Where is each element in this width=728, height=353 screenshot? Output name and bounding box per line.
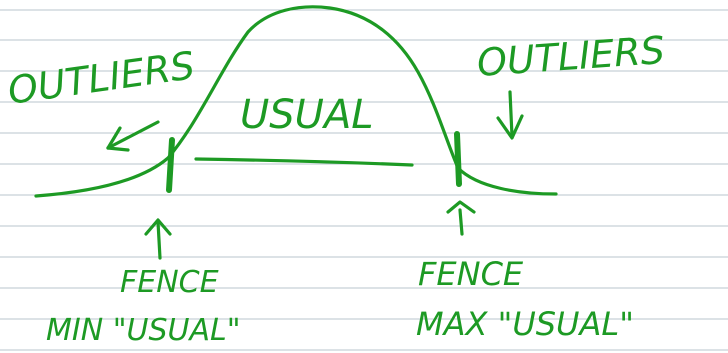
min-usual-label: MIN "USUAL" <box>46 313 241 348</box>
left-outliers-arrow <box>106 120 160 152</box>
max-usual-label: MAX "USUAL" <box>416 305 634 343</box>
left-fence-mark <box>166 137 175 193</box>
usual-range-line <box>194 157 414 167</box>
fence-right-label: FENCE <box>418 255 524 293</box>
outliers-right-label: OUTLIERS <box>476 28 666 85</box>
right-fence-arrow <box>446 200 476 236</box>
right-fence-mark <box>454 131 462 187</box>
usual-label: USUAL <box>240 92 374 138</box>
left-fence-arrow <box>144 218 172 260</box>
fence-left-label: FENCE <box>120 265 219 300</box>
right-outliers-arrow <box>496 90 524 140</box>
